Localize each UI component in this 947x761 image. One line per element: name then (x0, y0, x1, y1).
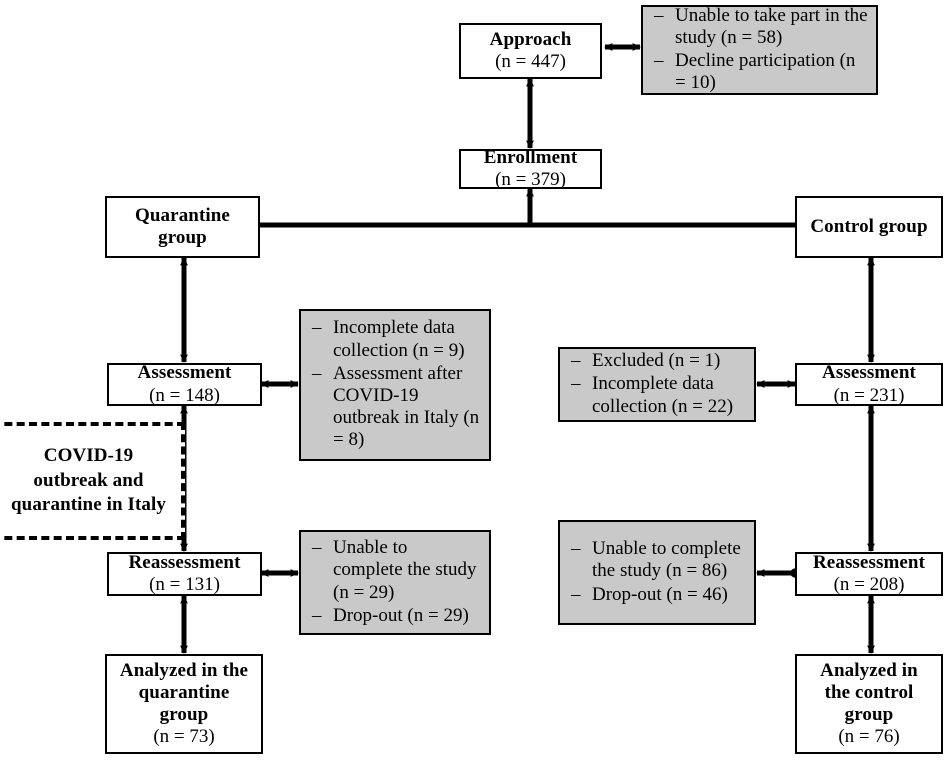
exclusion-box-reassessment-quarantine[interactable]: Unable to complete the study (n = 29) Dr… (299, 530, 491, 635)
node-reassessment-control-count: (n = 208) (833, 574, 905, 595)
node-assessment-control-count: (n = 231) (833, 384, 905, 406)
node-control-group-title: Control group (810, 215, 928, 237)
exclusion-list-reassessment-quarantine: Unable to complete the study (n = 29) Dr… (310, 537, 481, 628)
analyzed-control-line-3: group (844, 704, 894, 725)
node-analyzed-quarantine-count: (n = 73) (153, 726, 215, 748)
exclusion-item: Unable to complete the study (n = 29) (310, 537, 481, 604)
node-analyzed-control[interactable]: Analyzed in the control group (n = 76) (795, 654, 943, 754)
exclusion-item: Drop-out (n = 46) (569, 584, 746, 606)
node-reassessment-control-title: Reassessment (812, 551, 926, 573)
exclusion-list-assessment-control: Excluded (n = 1) Incomplete data collect… (569, 350, 746, 419)
node-assessment-quarantine[interactable]: Assessment (n = 148) (107, 362, 262, 406)
analyzed-quarantine-line-1: Analyzed in the (119, 659, 249, 681)
exclusion-list-assessment-quarantine: Incomplete data collection (n = 9) Asses… (310, 317, 481, 452)
node-reassessment-control[interactable]: Reassessment (n = 208) (795, 552, 943, 596)
covid-event-line-1: COVID-19 (43, 444, 134, 466)
node-reassessment-quarantine[interactable]: Reassessment (n = 131) (107, 552, 262, 596)
covid-event-line-3: quarantine in Italy (11, 494, 166, 516)
exclusion-item: Excluded (n = 1) (569, 350, 746, 372)
exclusion-item: Incomplete data collection (n = 22) (569, 373, 746, 417)
analyzed-control-line-2: the control (824, 681, 914, 703)
node-approach-title: Approach (489, 28, 572, 50)
node-assessment-control[interactable]: Assessment (n = 231) (795, 362, 943, 406)
exclusion-box-approach[interactable]: Unable to take part in the study (n = 58… (641, 5, 878, 95)
node-assessment-control-title: Assessment (822, 362, 916, 384)
node-assessment-quarantine-title: Assessment (137, 362, 232, 384)
analyzed-quarantine-line-2: quarantine (138, 681, 230, 703)
exclusion-box-assessment-control[interactable]: Excluded (n = 1) Incomplete data collect… (558, 347, 756, 422)
exclusion-box-reassessment-control[interactable]: Unable to complete the study (n = 86) Dr… (558, 520, 756, 625)
exclusion-item: Incomplete data collection (n = 9) (310, 317, 481, 361)
exclusion-box-assessment-quarantine[interactable]: Incomplete data collection (n = 9) Asses… (299, 309, 491, 461)
covid-event-line-2: outbreak and (33, 469, 144, 491)
exclusion-list-approach: Unable to take part in the study (n = 58… (652, 5, 868, 96)
node-analyzed-quarantine[interactable]: Analyzed in the quarantine group (n = 73… (105, 654, 263, 754)
exclusion-item: Decline participation (n = 10) (652, 50, 868, 94)
exclusion-item: Unable to complete the study (n = 86) (569, 538, 746, 582)
analyzed-quarantine-line-3: group (159, 704, 209, 725)
exclusion-item: Drop-out (n = 29) (310, 605, 481, 627)
node-quarantine-group-title: Quarantine (135, 204, 230, 226)
node-quarantine-group[interactable]: Quarantine group (105, 196, 260, 258)
exclusion-list-reassessment-control: Unable to complete the study (n = 86) Dr… (569, 538, 746, 607)
node-enrollment-title: Enrollment (483, 146, 578, 168)
analyzed-control-line-1: Analyzed in (820, 659, 918, 681)
node-reassessment-quarantine-title: Reassessment (128, 551, 241, 573)
node-approach-count: (n = 447) (495, 51, 566, 72)
node-reassessment-quarantine-count: (n = 131) (149, 574, 220, 595)
node-enrollment-count: (n = 379) (495, 169, 566, 190)
exclusion-item: Unable to take part in the study (n = 58… (652, 5, 868, 49)
node-enrollment[interactable]: Enrollment (n = 379) (459, 146, 602, 190)
node-assessment-quarantine-count: (n = 148) (149, 384, 220, 406)
node-analyzed-control-count: (n = 76) (838, 726, 900, 748)
node-approach[interactable]: Approach (n = 447) (459, 23, 602, 79)
node-covid-outbreak-event[interactable]: COVID-19 outbreak and quarantine in Ital… (0, 422, 185, 540)
node-control-group[interactable]: Control group (795, 196, 943, 258)
node-quarantine-group-title2: group (158, 227, 207, 248)
exclusion-item: Assessment after COVID-19 outbreak in It… (310, 363, 481, 452)
